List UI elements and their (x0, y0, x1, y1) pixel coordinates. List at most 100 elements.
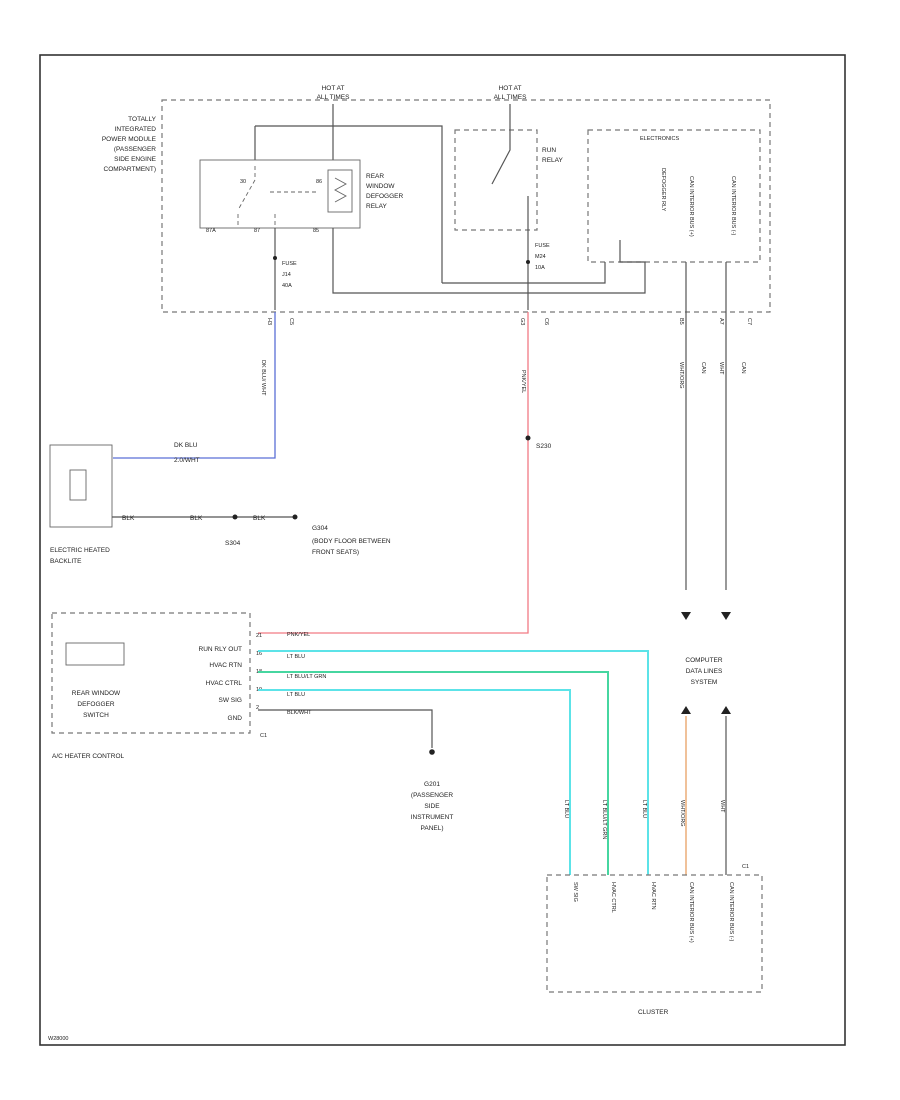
cluster-connector: C1 (742, 864, 749, 870)
pin-86-label: 86 (316, 179, 322, 185)
svg-text:ALL TIMES: ALL TIMES (317, 94, 351, 101)
run-relay-label: RUN RELAY (542, 147, 563, 164)
svg-text:REAR WINDOW: REAR WINDOW (72, 690, 121, 697)
electronics-box (587, 129, 761, 263)
wire-can-b-vertical: CAN (740, 362, 746, 374)
svg-text:DEFOGGER: DEFOGGER (366, 193, 404, 200)
diagram-frame (39, 54, 846, 1046)
backlite-box (49, 444, 113, 528)
svg-text:2: 2 (256, 705, 259, 711)
svg-text:(PASSENGER: (PASSENGER (411, 792, 453, 799)
defogger-switch-label: REAR WINDOW DEFOGGER SWITCH (72, 690, 121, 719)
wire-dk-blu-wht (113, 312, 276, 459)
svg-text:WHT: WHT (719, 800, 725, 813)
svg-text:ALL TIMES: ALL TIMES (494, 94, 528, 101)
svg-text:CAN INTERIOR BUS (-): CAN INTERIOR BUS (-) (728, 882, 734, 941)
connector-c6: C6 (543, 318, 549, 325)
svg-text:(BODY FLOOR BETWEEN: (BODY FLOOR BETWEEN (312, 538, 391, 545)
svg-text:21: 21 (256, 633, 262, 639)
blk-2-label: BLK (190, 515, 203, 522)
can-hi-vertical: CAN INTERIOR BUS (+) (688, 176, 694, 237)
svg-text:WINDOW: WINDOW (366, 183, 395, 190)
run-relay-box (454, 129, 538, 231)
svg-text:DEFOGGER: DEFOGGER (77, 701, 115, 708)
ground-g201: G201 (PASSENGER SIDE INSTRUMENT PANEL) (411, 781, 454, 832)
splice-s230: S230 (536, 443, 552, 450)
svg-text:FRONT SEATS): FRONT SEATS) (312, 549, 359, 556)
wire-dk-blu-part: 2.0/WHT (174, 457, 200, 464)
footer-id: W28000 (48, 1036, 69, 1042)
svg-text:LT BLU/LT GRN: LT BLU/LT GRN (601, 800, 607, 839)
svg-text:FUSE: FUSE (282, 261, 297, 267)
wire-wht-vertical: WHT (718, 362, 724, 375)
blk-3-label: BLK (253, 515, 266, 522)
can-lo-vertical: CAN INTERIOR BUS (-) (730, 176, 736, 235)
svg-text:10A: 10A (535, 265, 545, 271)
svg-text:TOTALLY: TOTALLY (128, 116, 156, 123)
rear-defogger-relay-box (199, 159, 361, 229)
svg-text:SW SIG: SW SIG (572, 882, 578, 902)
wire-wht-org-vertical: WHT/ORG (678, 362, 684, 389)
svg-text:GND: GND (228, 715, 243, 722)
ground-g304: G304 (BODY FLOOR BETWEEN FRONT SEATS) (312, 525, 391, 556)
svg-text:BLK/WHT: BLK/WHT (287, 710, 312, 716)
cluster-pin-labels: SW SIG HVAC CTRL HVAC RTN CAN INTERIOR B… (572, 882, 734, 943)
svg-text:PANEL): PANEL) (421, 825, 444, 832)
hvac-pins: RUN RLY OUT HVAC RTN HVAC CTRL SW SIG GN… (199, 646, 243, 722)
wire-pnk-yel-vertical: PNK/YEL (520, 370, 526, 393)
hvac-control-box (51, 612, 251, 734)
connector-c7: C7 (746, 318, 752, 325)
cluster-wire-labels: LT BLU LT BLU/LT GRN LT BLU WHT/ORG WHT (563, 800, 725, 839)
svg-text:G201: G201 (424, 781, 440, 788)
pin-c5: H3 (266, 318, 272, 325)
svg-text:REAR: REAR (366, 173, 384, 180)
blk-1-label: BLK (122, 515, 135, 522)
svg-text:SIDE ENGINE: SIDE ENGINE (114, 156, 157, 163)
svg-text:INTEGRATED: INTEGRATED (115, 126, 157, 133)
wire-dk-blu-label: DK BLU (174, 442, 198, 449)
wire-can-a-vertical: CAN (700, 362, 706, 374)
hot-at-all-times-1: HOT AT ALL TIMES (317, 85, 351, 101)
hvac-connector: C1 (260, 733, 267, 739)
svg-text:HVAC CTRL: HVAC CTRL (206, 680, 243, 687)
svg-text:HOT AT: HOT AT (499, 85, 522, 92)
pin-87a-label: 87A (206, 228, 216, 234)
svg-text:COMPUTER: COMPUTER (685, 657, 723, 664)
wire-pnk-yel (258, 312, 529, 634)
svg-text:POWER MODULE: POWER MODULE (102, 136, 157, 143)
svg-text:INSTRUMENT: INSTRUMENT (411, 814, 454, 821)
pin-85-label: 85 (313, 228, 319, 234)
svg-text:HVAC RTN: HVAC RTN (650, 882, 656, 910)
svg-text:BACKLITE: BACKLITE (50, 558, 82, 565)
cluster-caption: CLUSTER (638, 1009, 669, 1016)
svg-text:PNK/YEL: PNK/YEL (287, 632, 310, 638)
svg-text:SW SIG: SW SIG (219, 697, 242, 704)
svg-text:WHT/ORG: WHT/ORG (679, 800, 685, 827)
pin-c7a: B5 (678, 318, 684, 325)
svg-text:LT BLU: LT BLU (641, 800, 647, 818)
cluster-box (546, 874, 763, 993)
pin-c6: G3 (519, 318, 525, 325)
wire-lt-blu-lt-grn (258, 671, 609, 875)
wire-dk-blu-wht-label: DK BLU/ WHT (260, 360, 266, 396)
svg-text:RELAY: RELAY (366, 203, 387, 210)
svg-text:SIDE: SIDE (424, 803, 440, 810)
splice-s304: S304 (225, 540, 241, 547)
defogger-switch-icon (65, 642, 125, 666)
backlite-label: ELECTRIC HEATED BACKLITE (50, 547, 110, 565)
hot-at-all-times-2: HOT AT ALL TIMES (494, 85, 528, 101)
svg-text:RELAY: RELAY (542, 157, 563, 164)
svg-text:J14: J14 (282, 272, 291, 278)
defogger-rly-vertical: DEFOGGER RLY (660, 168, 666, 212)
svg-text:G304: G304 (312, 525, 328, 532)
svg-text:LT BLU: LT BLU (287, 692, 305, 698)
tipm-label: TOTALLY INTEGRATED POWER MODULE (PASSENG… (102, 116, 157, 173)
svg-text:HVAC CTRL: HVAC CTRL (610, 882, 616, 913)
connector-c5: C5 (288, 318, 294, 325)
pin-87-label: 87 (254, 228, 260, 234)
svg-text:CAN INTERIOR BUS (+): CAN INTERIOR BUS (+) (688, 882, 694, 943)
heater-grid-icon (69, 469, 87, 501)
svg-text:LT BLU: LT BLU (287, 654, 305, 660)
fuse-m24-label: FUSE M24 10A (535, 243, 550, 271)
